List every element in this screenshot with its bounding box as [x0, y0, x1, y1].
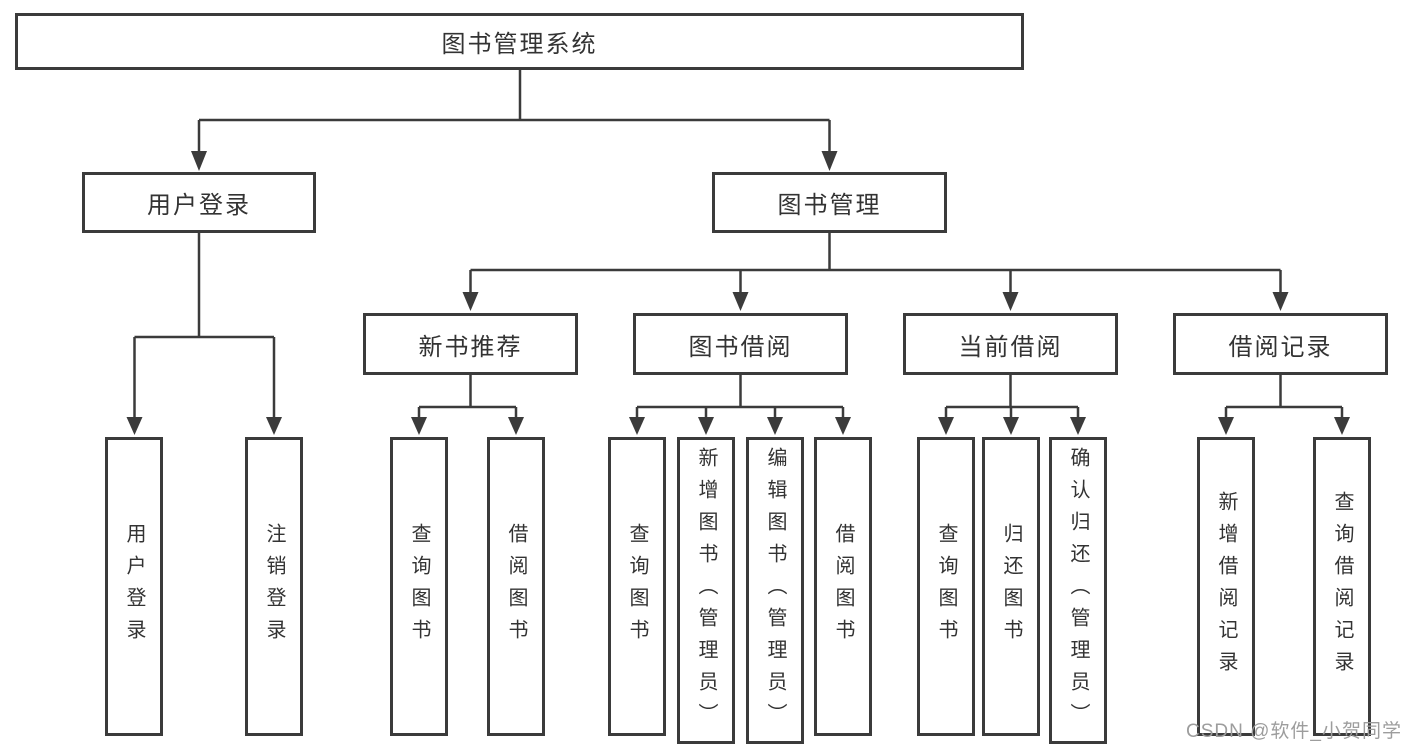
- connector-book-borrow: [635, 375, 845, 418]
- leaf-query-books-current: 查询图书: [917, 437, 975, 736]
- leaf-query-books-recommend: 查询图书: [390, 437, 448, 736]
- leaf-edit-book-admin: 编辑图书（管理员）: [746, 437, 804, 744]
- leaf-add-book-admin: 新增图书（管理员）: [677, 437, 735, 744]
- leaf-query-books-borrow: 查询图书: [608, 437, 666, 736]
- leaf-borrow-books-recommend: 借阅图书: [487, 437, 545, 736]
- connector-new-book-recommend: [417, 375, 518, 418]
- connector-user-login: [133, 233, 276, 418]
- leaf-query-borrow-record: 查询借阅记录: [1313, 437, 1371, 736]
- arrowheads: [126, 151, 1350, 435]
- watermark: CSDN @软件_小贺同学: [1186, 721, 1402, 742]
- connector-current-borrow: [944, 375, 1080, 418]
- node-user-login: 用户登录: [82, 172, 316, 233]
- node-book-management: 图书管理: [712, 172, 947, 233]
- leaf-add-borrow-record: 新增借阅记录: [1197, 437, 1255, 736]
- leaf-confirm-return-admin: 确认归还（管理员）: [1049, 437, 1107, 744]
- node-system-root: 图书管理系统: [15, 13, 1024, 70]
- leaf-borrow-books: 借阅图书: [814, 437, 872, 736]
- node-book-borrow: 图书借阅: [633, 313, 848, 375]
- node-new-book-recommend: 新书推荐: [363, 313, 578, 375]
- leaf-logout: 注销登录: [245, 437, 303, 736]
- leaf-return-book: 归还图书: [982, 437, 1040, 736]
- connector-book-management: [469, 233, 1282, 293]
- connector-borrow-records: [1224, 375, 1344, 418]
- node-borrow-records: 借阅记录: [1173, 313, 1388, 375]
- node-current-borrow: 当前借阅: [903, 313, 1118, 375]
- connector-root: [197, 70, 831, 152]
- leaf-user-login: 用户登录: [105, 437, 163, 736]
